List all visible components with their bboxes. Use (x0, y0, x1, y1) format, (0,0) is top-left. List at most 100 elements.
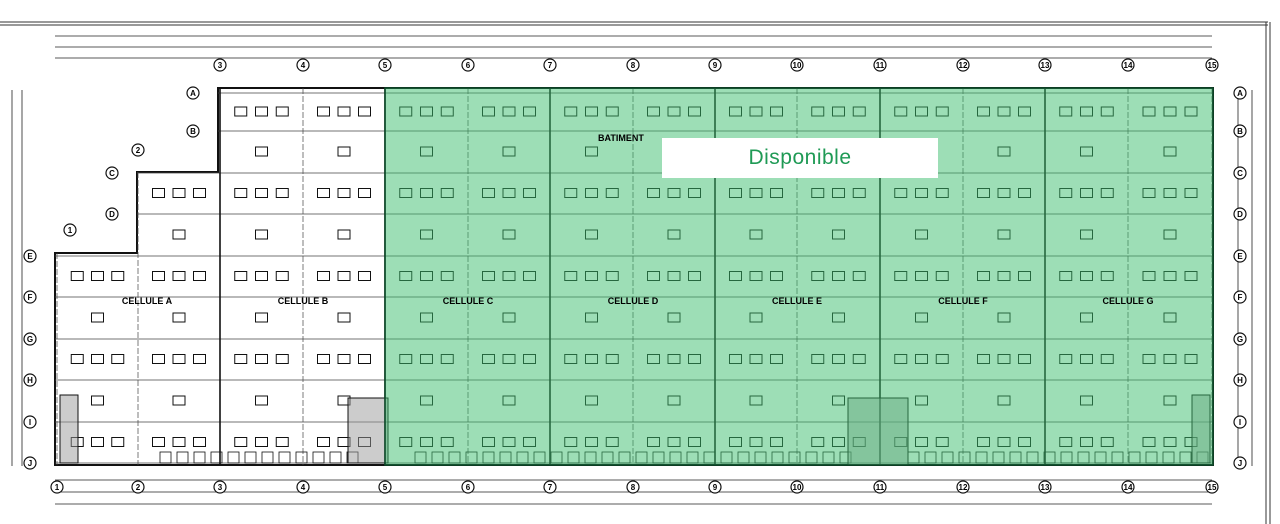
technical-room (347, 397, 389, 464)
axis-label: 13 (1041, 61, 1050, 70)
grid-axis-bubble: J (1233, 456, 1247, 470)
grid-axis-bubble: 4 (296, 58, 310, 72)
axis-circle (1233, 86, 1247, 100)
axis-circle (1233, 166, 1247, 180)
axis-label: 15 (1208, 61, 1217, 70)
skylight-icon (337, 312, 351, 323)
grid-axis-bubble: 6 (461, 480, 475, 494)
grid-axis-bubble: F (1233, 290, 1247, 304)
skylight-icon (91, 354, 104, 364)
axis-label: 8 (631, 61, 636, 70)
grid-axis-bubble: I (1233, 415, 1247, 429)
axis-label: 2 (136, 146, 141, 155)
grid-axis-bubble: D (1233, 207, 1247, 221)
skylight-icon (275, 106, 289, 117)
grid-axis-bubble: 5 (378, 58, 392, 72)
axis-label: 5 (383, 61, 388, 70)
grid-axis-bubble: 9 (708, 58, 722, 72)
grid-axis-bubble: G (23, 332, 37, 346)
axis-circle (790, 480, 804, 494)
axis-circle (1121, 480, 1135, 494)
axis-label: F (1238, 293, 1243, 302)
availability-label: Disponible (662, 138, 938, 178)
grid-axis-bubble: B (186, 124, 200, 138)
technical-room (59, 394, 79, 464)
skylight-icon (193, 188, 206, 198)
axis-circle (1233, 373, 1247, 387)
skylight-icon (234, 188, 248, 198)
skylight-icon (172, 188, 186, 198)
skylight-icon (172, 229, 186, 240)
skylight-icon (152, 354, 165, 364)
axis-circle (708, 480, 722, 494)
axis-circle (296, 480, 310, 494)
grid-axis-bubble: J (23, 456, 37, 470)
skylight-icon (234, 354, 248, 364)
axis-circle (873, 480, 887, 494)
axis-label: A (190, 89, 196, 98)
skylight-icon (172, 437, 186, 447)
grid-axis-bubble: A (1233, 86, 1247, 100)
axis-circle (1038, 58, 1052, 72)
axis-circle (63, 223, 77, 237)
skylight-icon (91, 271, 104, 281)
axis-label: H (27, 376, 33, 385)
loading-dock-icon (261, 451, 274, 464)
axis-circle (461, 58, 475, 72)
axis-circle (213, 58, 227, 72)
grid-axis-bubble: C (105, 166, 119, 180)
axis-circle (1233, 249, 1247, 263)
skylight-icon (152, 437, 165, 447)
skylight-icon (91, 437, 104, 447)
axis-circle (296, 58, 310, 72)
skylight-icon (70, 354, 84, 364)
axis-label: 3 (218, 483, 223, 492)
axis-label: I (1239, 418, 1241, 427)
skylight-icon (234, 437, 248, 447)
skylight-icon (337, 188, 351, 198)
skylight-icon (193, 354, 206, 364)
skylight-icon (111, 354, 125, 364)
grid-axis-bubble: 10 (790, 480, 804, 494)
grid-axis-bubble: E (23, 249, 37, 263)
axis-label: E (27, 252, 33, 261)
skylight-icon (337, 229, 351, 240)
grid-axis-bubble: H (23, 373, 37, 387)
axis-circle (956, 480, 970, 494)
grid-axis-bubble: 1 (63, 223, 77, 237)
axis-circle (105, 166, 119, 180)
skylight-icon (172, 271, 186, 281)
loading-dock-icon (159, 451, 172, 464)
skylight-icon (152, 188, 165, 198)
axis-label: 15 (1208, 483, 1217, 492)
grid-axis-bubble: 11 (873, 480, 887, 494)
skylight-icon (91, 395, 104, 406)
axis-label: H (1237, 376, 1243, 385)
skylight-icon (317, 437, 330, 447)
axis-circle (1205, 480, 1219, 494)
axis-circle (23, 456, 37, 470)
axis-label: A (1237, 89, 1243, 98)
grid-axis-bubble: 9 (708, 480, 722, 494)
skylight-icon (255, 271, 268, 281)
skylight-icon (255, 312, 268, 323)
axis-label: 3 (218, 61, 223, 70)
grid-axis-bubble: 1 (50, 480, 64, 494)
axis-label: 13 (1041, 483, 1050, 492)
axis-label: I (29, 418, 31, 427)
grid-axis-bubble: 15 (1205, 58, 1219, 72)
skylight-icon (172, 354, 186, 364)
axis-circle (105, 207, 119, 221)
axis-label: 14 (1124, 61, 1133, 70)
axis-circle (708, 58, 722, 72)
axis-label: B (1237, 127, 1243, 136)
grid-axis-bubble: H (1233, 373, 1247, 387)
axis-label: G (1237, 335, 1243, 344)
skylight-icon (193, 271, 206, 281)
skylight-icon (255, 354, 268, 364)
cell-label: CELLULE A (122, 296, 173, 306)
skylight-icon (255, 188, 268, 198)
axis-circle (23, 290, 37, 304)
axis-circle (1233, 207, 1247, 221)
